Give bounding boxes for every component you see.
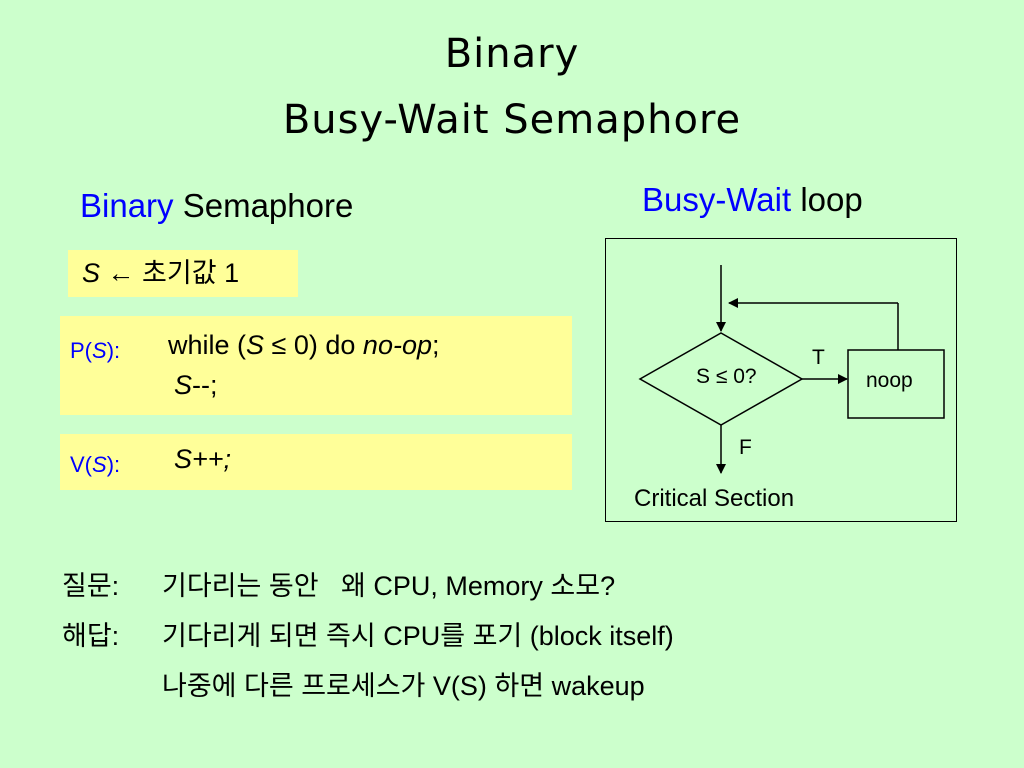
answer-line-1: 해답: 기다리게 되면 즉시 CPU를 포기 (block itself) (62, 619, 674, 653)
answer-line-2: 나중에 다른 프로세스가 V(S) 하면 wakeup (162, 671, 645, 701)
critical-section-label: Critical Section (634, 485, 795, 512)
init-text: 초기값 1 (142, 258, 240, 288)
question-text: 기다리는 동안 왜 CPU, Memory 소모? (162, 571, 616, 601)
false-label: F (739, 436, 752, 459)
condition-label: S ≤ 0? (696, 365, 757, 388)
left-heading-blue: Binary (80, 187, 174, 224)
right-heading-blue: Busy-Wait (642, 181, 792, 218)
v-label: V(S): (70, 452, 121, 477)
v-operation-box: V(S): S++; (60, 434, 572, 490)
left-heading-black: Semaphore (182, 187, 354, 224)
noop-label: noop (866, 369, 913, 392)
answer-text-1: 기다리게 되면 즉시 CPU를 포기 (block itself) (162, 621, 674, 651)
init-box: S ← 초기값 1 (68, 250, 298, 297)
noop-box (847, 349, 945, 419)
p-label: P(S): (70, 338, 121, 363)
left-arrow-icon: ← (107, 258, 135, 288)
title-line-2: Busy-Wait Semaphore (282, 97, 742, 143)
left-heading: Binary Semaphore (80, 186, 353, 226)
question-tag: 질문: (62, 571, 120, 601)
init-var: S (82, 258, 101, 288)
flowchart-svg (638, 265, 945, 474)
right-heading-black: loop (800, 181, 863, 218)
true-label: T (812, 346, 825, 369)
busy-wait-flowchart: S ≤ 0? T noop F Critical Section (605, 238, 957, 522)
p-code-line-1: while (S ≤ 0) do no-op; (168, 330, 440, 360)
right-heading: Busy-Wait loop (642, 180, 863, 220)
v-code: S++; (174, 444, 232, 474)
title-line-1: Binary (444, 31, 580, 77)
p-code-line-2: S--; (174, 370, 218, 400)
answer-tag: 해답: (62, 621, 120, 651)
p-operation-box: P(S): while (S ≤ 0) do no-op; S--; (60, 316, 572, 415)
question-line: 질문: 기다리는 동안 왜 CPU, Memory 소모? (62, 569, 615, 603)
